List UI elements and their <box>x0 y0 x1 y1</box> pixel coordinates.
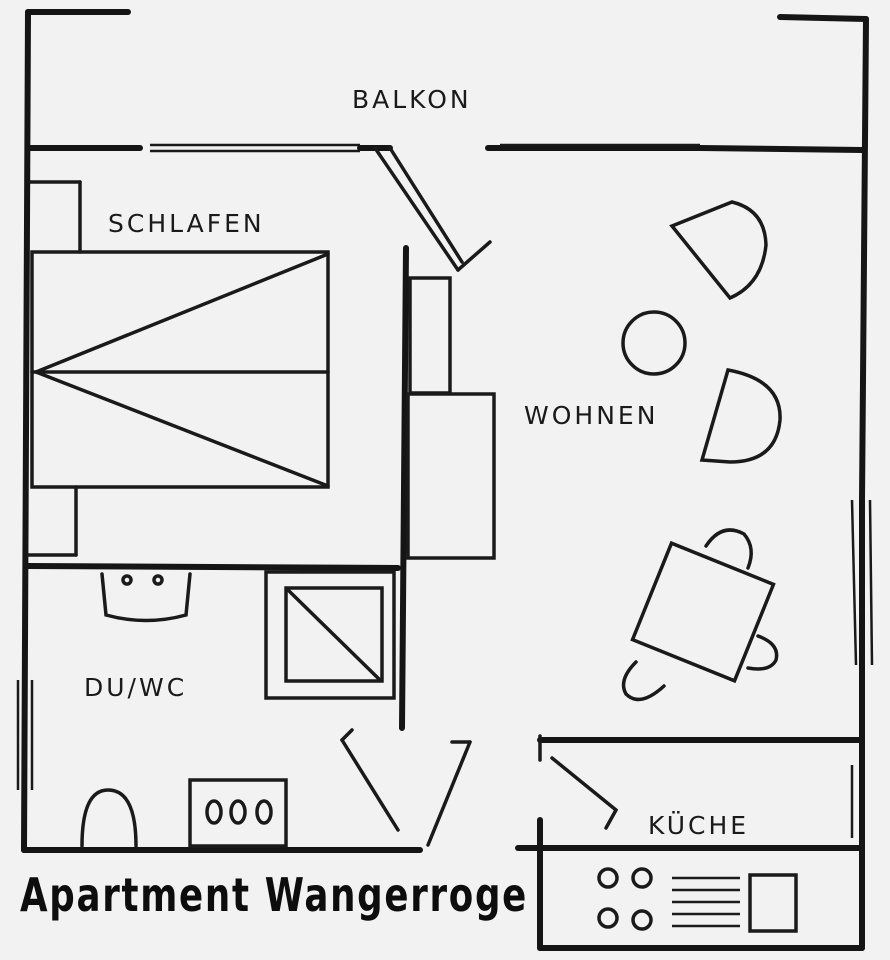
room-label-bathroom: DU/WC <box>84 673 187 702</box>
bathroom-fixtures <box>16 570 472 848</box>
interior-walls <box>25 245 496 731</box>
kitchen-fixtures <box>537 734 865 933</box>
title-first-word: Apartment <box>20 868 251 922</box>
room-label-living: WOHNEN <box>524 401 658 430</box>
room-label-kitchen: KÜCHE <box>648 811 749 840</box>
bedroom-furniture <box>26 180 330 557</box>
title-second-word: Wangerroge <box>264 868 529 922</box>
apartment-title: Apartment Wangerroge <box>20 868 528 922</box>
living-furniture <box>621 200 874 702</box>
room-label-balcony: BALKON <box>352 85 472 114</box>
outer-walls <box>21 9 869 951</box>
balcony-wall <box>25 143 865 272</box>
room-label-bedroom: SCHLAFEN <box>108 209 265 238</box>
